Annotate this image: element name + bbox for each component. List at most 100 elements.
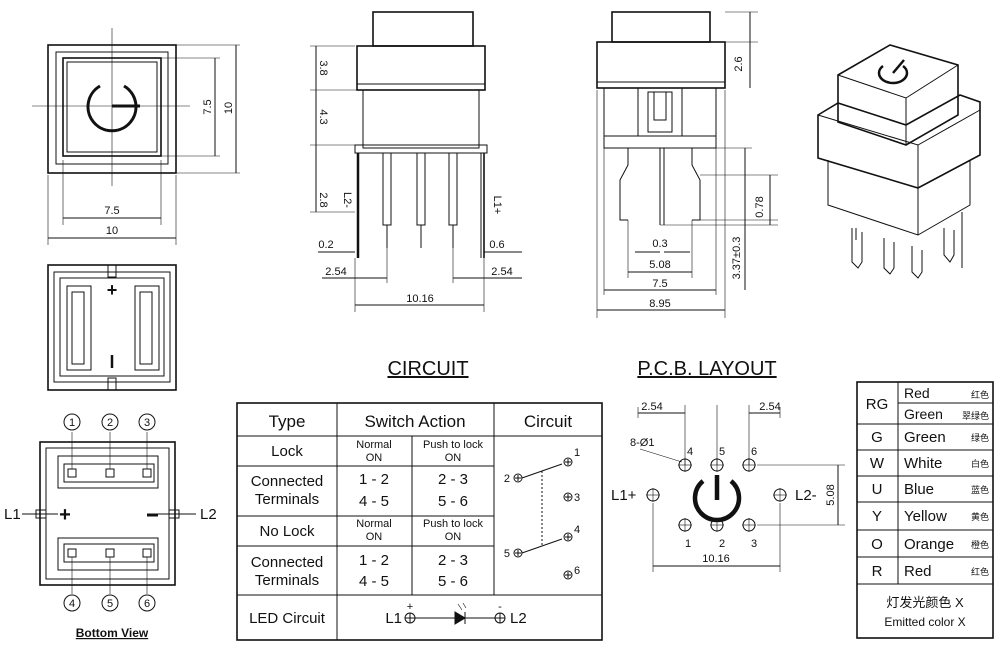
color-footer-cn: 灯发光颜色 X [886,595,964,610]
pcb-layout: 2.54 2.54 8-Ø1 4 5 6 1 2 3 L1+ L2- 10.16… [611,401,845,572]
switch-symbol: 2 1 3 5 4 6 [504,447,580,580]
cp-1: 1 [574,447,580,459]
bottom-plus: + [59,504,71,526]
pcb-heading: P.C.B. LAYOUT [637,358,776,380]
side-view: 3.8 4.3 2.8 L2- L1+ 0.2 0.6 2.54 2.54 10… [310,11,522,312]
dim-span: 10.16 [406,293,434,305]
c2-a0: 1 - 2 [359,552,389,569]
side-l-minus: L2- [341,192,353,208]
dim-w1: 0.3 [652,238,667,250]
dim-d1: 3.8 [317,60,329,75]
pcb-holes: 8-Ø1 [630,437,654,449]
color-cn-red: 红色 [971,389,989,400]
side-l-plus: L1+ [491,196,503,215]
col-switch: Switch Action [364,412,465,431]
pcb-l2: L2- [795,487,817,504]
color-cn-green: 翠绿色 [962,410,989,421]
bottom-view: 1 2 3 4 5 6 L1 L2 + Bottom View [4,413,217,640]
dim-inner-width: 7.5 [104,205,119,217]
pcb-pin-4: 4 [687,446,693,458]
pcb-height: 5.08 [825,484,837,505]
pcb-l1: L1+ [611,487,637,504]
color-name-green: Green [904,406,943,422]
dim-outer-width: 10 [106,225,118,237]
circuit-heading: CIRCUIT [387,358,468,380]
bottom-pin-1: 1 [69,417,75,429]
color-code-r: R [872,563,883,580]
color-code-o: O [871,536,883,553]
dim-height: 3.37±0.3 [731,237,743,280]
dim-w2: 5.08 [649,259,670,271]
bottom-l1: L1 [4,506,21,523]
nolock-push-on: ON [445,531,462,543]
color-cn-o: 橙色 [971,539,989,550]
connected2-b: Terminals [255,572,319,589]
cp-4: 4 [574,524,580,536]
c1-b0: 2 - 3 [438,471,468,488]
col-type: Type [269,412,306,431]
pcb-pin-3: 3 [751,538,757,550]
dim-d3: 2.8 [317,192,329,207]
color-name-red: Red [904,385,930,401]
svg-text:+: + [107,280,118,300]
color-cn-r: 红色 [971,566,989,577]
connected1-b: Terminals [255,491,319,508]
led-l2: L2 [510,610,527,627]
pcb-dim-left: 2.54 [641,401,662,413]
bottom-pin-3: 3 [144,417,150,429]
color-name-y: Yellow [904,508,947,525]
c1-a1: 4 - 5 [359,493,389,510]
color-name-o: Orange [904,536,954,553]
col-circuit: Circuit [524,412,572,431]
connected2-a: Connected [251,554,324,571]
color-cn-g: 绿色 [971,432,989,443]
dim-pin-left: 0.2 [318,239,333,251]
dim-inner-height: 7.5 [202,99,214,114]
pcb-pin-1: 1 [685,538,691,550]
color-cn-w: 白色 [971,458,989,469]
cp-5: 5 [504,548,510,560]
nolock-normal-on: ON [366,531,383,543]
bottom-pin-5: 5 [107,598,113,610]
bottom-view-label: Bottom View [76,626,149,640]
color-code-y: Y [872,508,882,525]
color-name-w: White [904,455,942,472]
color-name-u: Blue [904,481,934,498]
led-minus: - [498,601,502,613]
dim-top: 2.6 [733,56,745,71]
connected1-a: Connected [251,473,324,490]
color-name-r: Red [904,563,932,580]
dim-w3: 7.5 [652,278,667,290]
rear-view: + [47,264,177,391]
cp-6: 6 [574,565,580,577]
c2-a1: 4 - 5 [359,573,389,590]
power-icon [86,84,138,133]
color-code-rg: RG [866,396,889,413]
circuit-table: Type Switch Action Circuit Lock Normal O… [236,402,603,641]
lock-normal-on: ON [366,452,383,464]
nolock-normal: Normal [356,518,391,530]
dim-pin: 0.78 [754,196,766,217]
row-lock: Lock [271,443,303,460]
isometric-switch [817,44,981,279]
c1-b1: 5 - 6 [438,493,468,510]
c2-b0: 2 - 3 [438,552,468,569]
power-icon-3d [877,64,909,85]
lock-normal: Normal [356,439,391,451]
bottom-pin-6: 6 [144,598,150,610]
cp-2: 2 [504,473,510,485]
led-l1: L1 [385,610,402,627]
dim-pitch-left: 2.54 [325,266,346,278]
dim-outer-height: 10 [223,102,235,114]
end-view: 2.6 0.78 3.37±0.3 0.3 5.08 7.5 8.95 [596,11,778,318]
dim-d2: 4.3 [317,109,329,124]
color-code-w: W [870,455,885,472]
dim-pitch-right: 2.54 [491,266,512,278]
dim-pin-right: 0.6 [489,239,504,251]
top-view: 7.5 10 7.5 10 [32,28,240,245]
c1-a0: 1 - 2 [359,471,389,488]
cp-3: 3 [574,492,580,504]
color-cn-y: 黄色 [971,511,989,522]
row-nolock: No Lock [259,523,315,540]
